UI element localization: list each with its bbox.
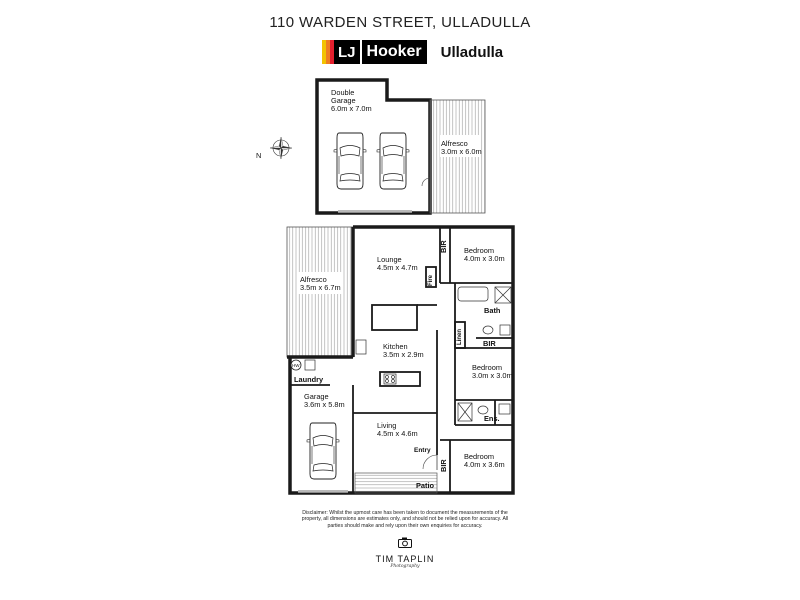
lounge-size: 4.5m x 4.7m bbox=[377, 263, 418, 272]
double-garage-size: 6.0m x 7.0m bbox=[331, 104, 372, 113]
ensuite-basin-icon bbox=[498, 403, 511, 415]
fire-label: Fire bbox=[428, 274, 434, 286]
linen-label: Linen bbox=[457, 329, 463, 345]
compass-north-label: N bbox=[256, 151, 261, 160]
bathroom-fixtures bbox=[457, 286, 512, 422]
bedroom-3-size: 4.0m x 3.6m bbox=[464, 460, 505, 469]
bir-label-bedroom-3: BIR bbox=[439, 459, 448, 472]
bath-label: Bath bbox=[484, 306, 501, 315]
toilet-icon bbox=[482, 325, 494, 335]
patio-label: Patio bbox=[416, 481, 435, 490]
house-internal-walls bbox=[290, 227, 513, 493]
bir-label-hall: BIR bbox=[483, 339, 496, 348]
bedroom-1-size: 4.0m x 3.0m bbox=[464, 254, 505, 263]
bathtub-icon bbox=[457, 286, 489, 302]
ensuite-toilet-icon bbox=[477, 405, 489, 415]
disclaimer-text: Disclaimer: Whilst the upmost care has b… bbox=[301, 510, 509, 529]
logo-lj-text: LJ bbox=[334, 40, 360, 64]
kitchen-appliances bbox=[304, 339, 397, 385]
bedroom-2-label: Bedroom bbox=[472, 363, 502, 372]
logo-stripe-orange bbox=[326, 40, 330, 64]
car-icon bbox=[376, 132, 410, 190]
kitchen-label: Kitchen bbox=[383, 342, 408, 351]
living-label: Living bbox=[377, 421, 396, 430]
logo-hooker-text: Hooker bbox=[361, 40, 427, 64]
photographer-tagline: Photography bbox=[390, 564, 420, 569]
living-size: 4.5m x 4.6m bbox=[377, 429, 418, 438]
alfresco-top-size: 3.0m x 6.0m bbox=[441, 147, 482, 156]
office-suburb: Ulladulla bbox=[440, 43, 504, 61]
alfresco-left-size: 3.5m x 6.7m bbox=[300, 283, 341, 292]
kitchen-size: 3.5m x 2.9m bbox=[383, 350, 424, 359]
cooktop-icon bbox=[383, 373, 397, 385]
bedroom-3-label: Bedroom bbox=[464, 452, 494, 461]
photographer-name: TIM TAPLIN bbox=[375, 554, 435, 564]
car-icon bbox=[333, 132, 367, 190]
basin-icon bbox=[499, 324, 511, 336]
house-outer-walls bbox=[287, 225, 515, 495]
alfresco-top-label: Alfresco bbox=[441, 139, 468, 148]
double-garage-label-line1: Double bbox=[331, 88, 354, 97]
alfresco-top-deck bbox=[429, 99, 486, 214]
bedroom-2-size: 3.0m x 3.0m bbox=[472, 371, 513, 380]
garage-size: 3.6m x 5.8m bbox=[304, 400, 345, 409]
photographer-credit: TIM TAPLIN Photography bbox=[350, 535, 460, 569]
garage-label: Garage bbox=[304, 392, 329, 401]
logo-stripe-yellow bbox=[322, 40, 326, 64]
lj-logo-mark: LJ bbox=[322, 40, 360, 64]
camera-icon bbox=[398, 537, 412, 548]
sink-icon bbox=[355, 339, 367, 355]
lj-hooker-logo: LJ Hooker Ulladulla bbox=[322, 40, 503, 64]
property-address: 110 WARDEN STREET, ULLADULLA bbox=[269, 14, 531, 31]
double-garage-label-line2: Garage bbox=[331, 96, 356, 105]
car-icon bbox=[306, 422, 340, 480]
logo-stripe-red bbox=[330, 40, 334, 64]
alfresco-left-deck bbox=[286, 226, 354, 358]
bedroom-1-label: Bedroom bbox=[464, 246, 494, 255]
alfresco-left-label: Alfresco bbox=[300, 275, 327, 284]
bir-label-bedroom-1: BIR bbox=[439, 240, 448, 253]
compass-rose-icon bbox=[269, 136, 293, 160]
patio-deck bbox=[354, 472, 438, 494]
laundry-label: Laundry bbox=[294, 375, 324, 384]
entry-label: Entry bbox=[414, 447, 431, 454]
laundry-tub-icon bbox=[304, 359, 316, 371]
lounge-label: Lounge bbox=[377, 255, 402, 264]
ensuite-label: Ens. bbox=[484, 414, 500, 423]
hot-water-icon bbox=[290, 359, 302, 371]
hw-label: HW bbox=[292, 363, 300, 368]
